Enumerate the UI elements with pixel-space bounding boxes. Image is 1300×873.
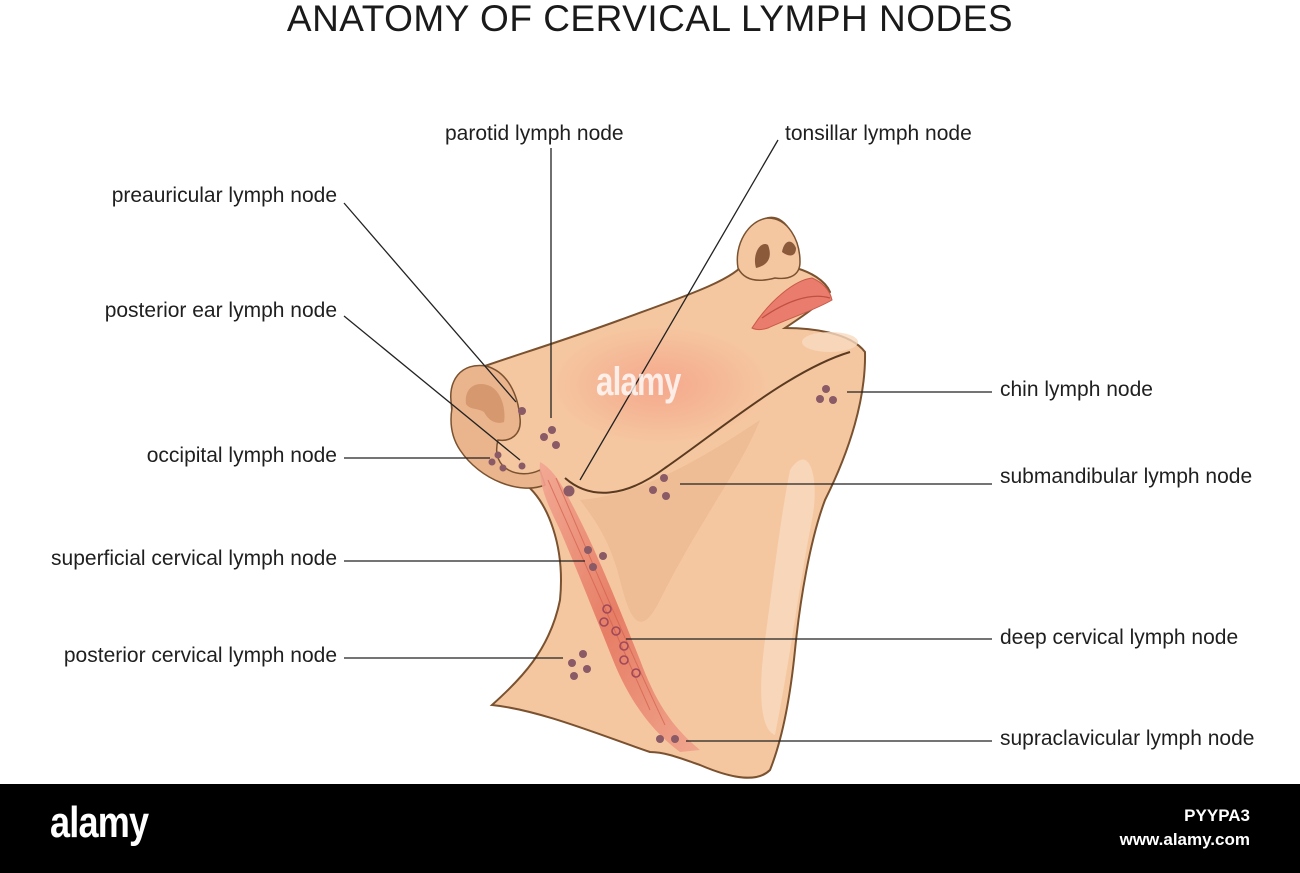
node-submandibular	[660, 474, 668, 482]
node-chin	[829, 396, 837, 404]
node-chin	[822, 385, 830, 393]
node-tonsillar	[564, 486, 575, 497]
footer-bar: alamy PYYPA3 www.alamy.com	[0, 784, 1300, 873]
label-occipital: occipital lymph node	[147, 444, 337, 468]
node-occipital	[489, 459, 496, 466]
node-posterior-cervical	[570, 672, 578, 680]
node-supraclavicular	[656, 735, 664, 743]
node-superficial-cervical	[589, 563, 597, 571]
node-submandibular	[662, 492, 670, 500]
footer-site-link[interactable]: www.alamy.com	[1120, 830, 1250, 850]
label-posterior-ear: posterior ear lymph node	[105, 299, 337, 323]
watermark: alamy	[596, 360, 681, 405]
label-submandibular: submandibular lymph node	[1000, 465, 1252, 489]
footer-image-code: PYYPA3	[1184, 806, 1250, 826]
node-parotid	[552, 441, 560, 449]
label-tonsillar: tonsillar lymph node	[785, 122, 972, 146]
node-occipital	[500, 465, 507, 472]
page-title: ANATOMY OF CERVICAL LYMPH NODES	[0, 0, 1300, 40]
label-posterior-cervical: posterior cervical lymph node	[64, 644, 337, 668]
node-superficial-cervical	[584, 546, 592, 554]
footer-brand-logo[interactable]: alamy	[50, 798, 148, 848]
node-chin	[816, 395, 824, 403]
node-submandibular	[649, 486, 657, 494]
node-supraclavicular	[671, 735, 679, 743]
node-occipital	[519, 463, 526, 470]
label-superficial-cervical: superficial cervical lymph node	[51, 547, 337, 571]
node-preauricular	[518, 407, 526, 415]
label-parotid: parotid lymph node	[445, 122, 624, 146]
label-preauricular: preauricular lymph node	[112, 184, 337, 208]
label-chin: chin lymph node	[1000, 378, 1153, 402]
node-parotid	[540, 433, 548, 441]
label-deep-cervical: deep cervical lymph node	[1000, 626, 1238, 650]
node-posterior-cervical	[579, 650, 587, 658]
leader-preauricular	[344, 203, 516, 402]
chin-highlight	[802, 332, 858, 352]
node-posterior-cervical	[568, 659, 576, 667]
node-parotid	[548, 426, 556, 434]
node-posterior-ear	[495, 452, 502, 459]
node-superficial-cervical	[599, 552, 607, 560]
label-supraclavicular: supraclavicular lymph node	[1000, 727, 1254, 751]
node-posterior-cervical	[583, 665, 591, 673]
